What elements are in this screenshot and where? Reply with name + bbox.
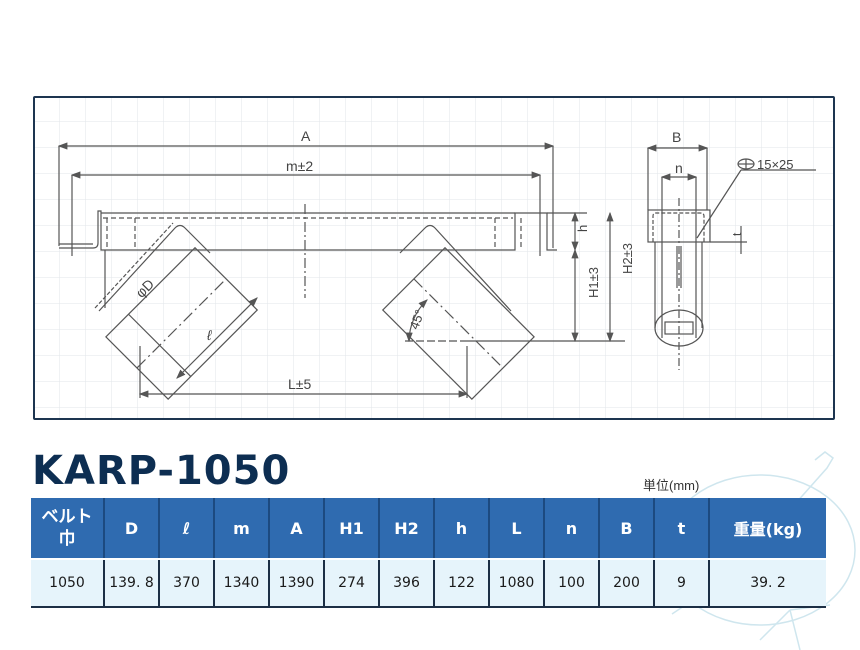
cell-A: 1390 [268, 559, 325, 608]
header-B: B [598, 498, 655, 560]
unit-label: 単位(mm) [643, 478, 700, 493]
cell-D: 139. 8 [103, 559, 160, 608]
cell-weight: 39. 2 [708, 559, 826, 608]
header-belt-line1: ベルト [41, 507, 93, 527]
spec-table: ベルト巾 D ℓ m A H1 H2 h L n B t 重量(kg) 1050… [31, 498, 826, 608]
table-row: 1050 139. 8 370 1340 1390 274 396 122 10… [31, 559, 826, 608]
table-header-row: ベルト巾 D ℓ m A H1 H2 h L n B t 重量(kg) [31, 498, 826, 560]
technical-drawing: A m±2 φD ℓ L±5 45° h H1±3 H2±3 B n t 15×… [33, 96, 835, 420]
header-l: ℓ [158, 498, 215, 560]
header-belt-width: ベルト巾 [31, 498, 105, 560]
label-H2: H2±3 [620, 243, 635, 274]
cell-m: 1340 [213, 559, 270, 608]
cell-n: 100 [543, 559, 600, 608]
cell-t: 9 [653, 559, 710, 608]
header-t: t [653, 498, 710, 560]
header-L: L [488, 498, 545, 560]
cell-H2: 396 [378, 559, 435, 608]
label-H1: H1±3 [586, 267, 601, 298]
model-title: KARP-1050 [32, 448, 291, 494]
cell-B: 200 [598, 559, 655, 608]
header-weight: 重量(kg) [708, 498, 826, 560]
header-h: h [433, 498, 490, 560]
drawing-canvas: A m±2 φD ℓ L±5 45° h H1±3 H2±3 B n t 15×… [35, 98, 833, 418]
header-D: D [103, 498, 160, 560]
cell-belt-width: 1050 [31, 559, 105, 608]
label-n: n [675, 160, 683, 176]
label-L: L±5 [288, 376, 311, 392]
cell-h: 122 [433, 559, 490, 608]
slot-hole-icon [737, 158, 755, 170]
header-A: A [268, 498, 325, 560]
header-m: m [213, 498, 270, 560]
header-H1: H1 [323, 498, 380, 560]
cell-H1: 274 [323, 559, 380, 608]
cell-L: 1080 [488, 559, 545, 608]
label-hole: 15×25 [757, 157, 794, 172]
cell-l: 370 [158, 559, 215, 608]
label-h: h [575, 225, 590, 232]
label-angle: 45° [407, 308, 428, 332]
header-H2: H2 [378, 498, 435, 560]
label-A: A [301, 128, 311, 144]
label-B: B [672, 129, 681, 145]
label-m: m±2 [286, 158, 313, 174]
label-t: t [730, 232, 744, 236]
header-n: n [543, 498, 600, 560]
label-l: ℓ [206, 327, 212, 343]
header-belt-line2: 巾 [58, 529, 76, 549]
